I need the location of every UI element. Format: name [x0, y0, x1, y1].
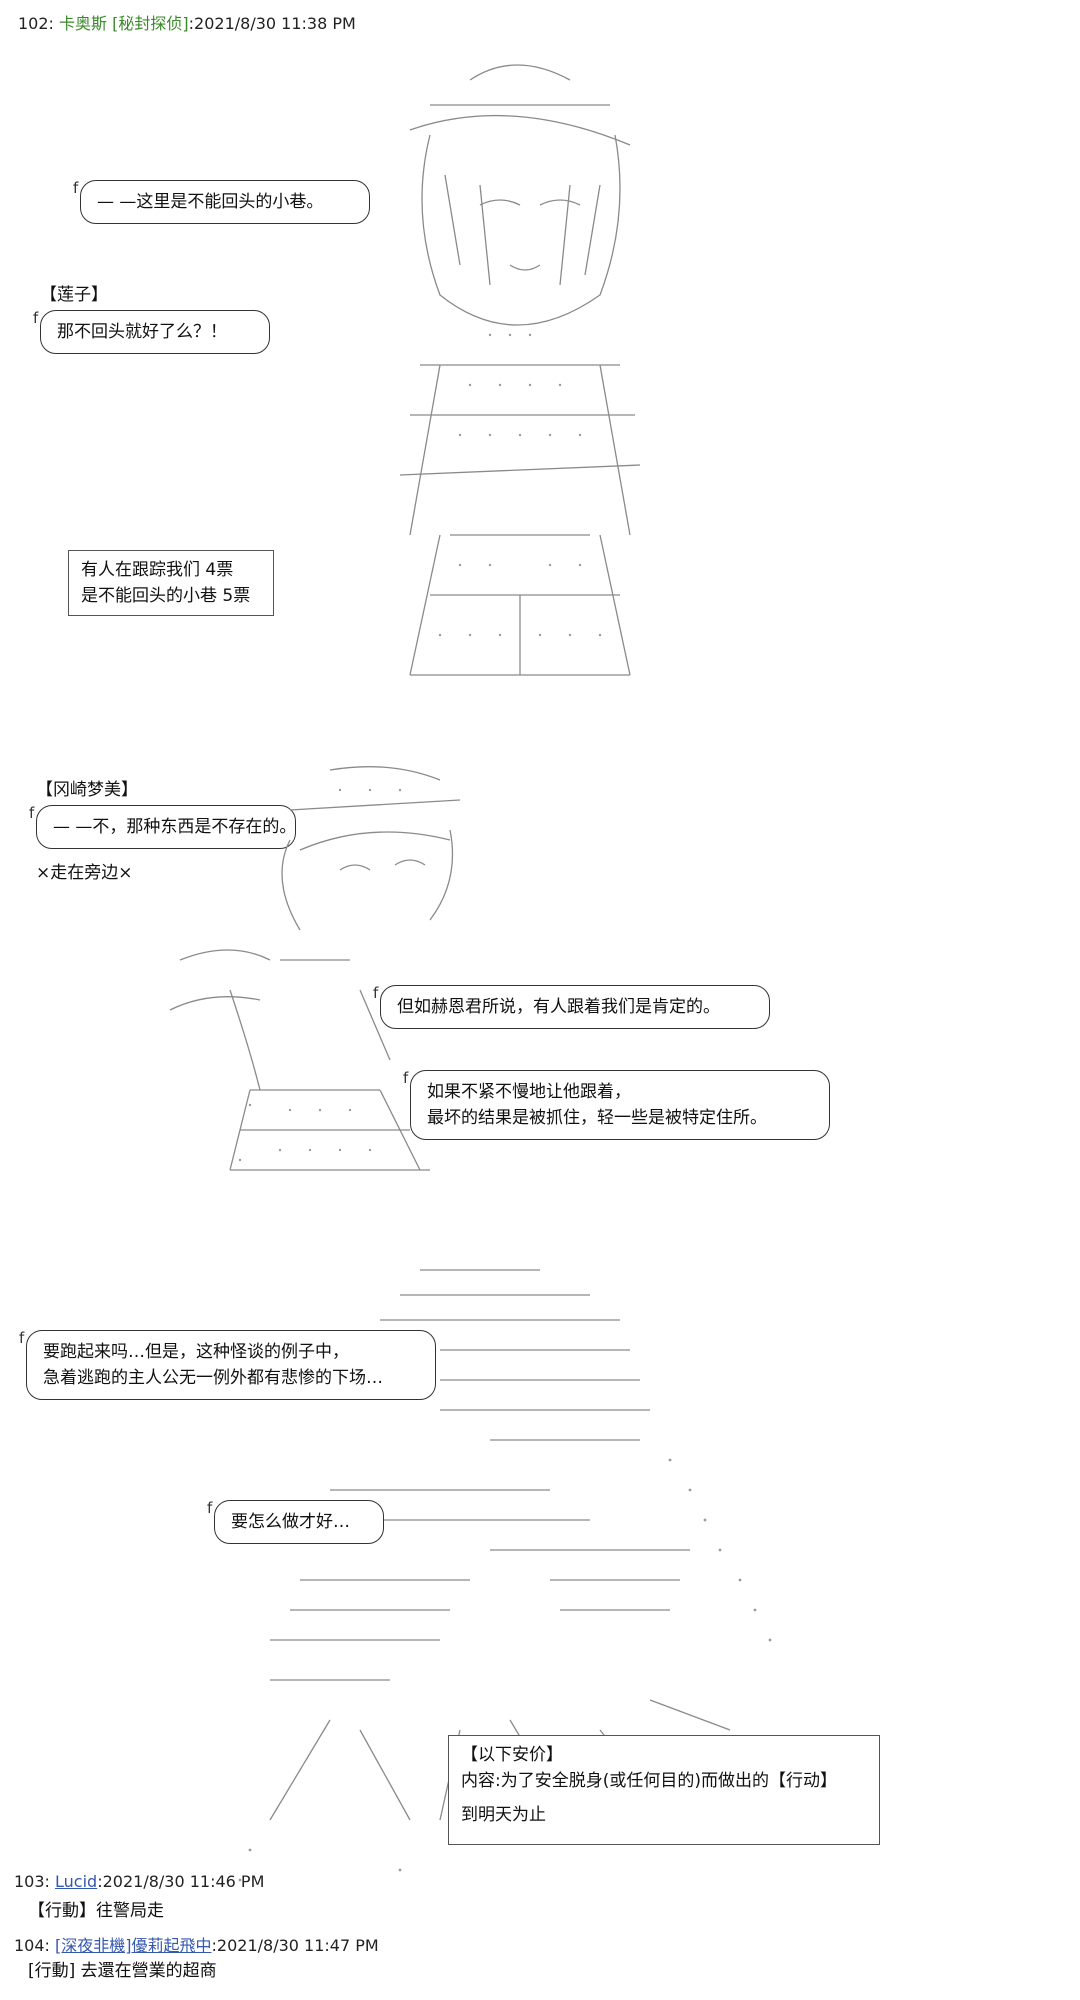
dialogue-bubble: f 但如赫恩君所说，有人跟着我们是肯定的。 [373, 980, 770, 1029]
post-body: [行動] 去還在營業的超商 [28, 1961, 217, 1981]
post-time: 2021/8/30 11:46 PM [102, 1872, 265, 1891]
post-time: 2021/8/30 11:38 PM [194, 14, 356, 33]
dialogue-bubble: f — —这里是不能回头的小巷。 [73, 175, 370, 224]
vote-tally-box: 有人在跟踪我们 4票 是不能回头的小巷 5票 [68, 550, 274, 616]
poster-trip: [秘封探侦] [112, 14, 189, 33]
post-body: 【行動】往警局走 [28, 1901, 164, 1921]
anka-deadline: 到明天为止 [461, 1805, 546, 1825]
speaker-label: 【冈崎梦美】 [36, 780, 138, 800]
poster-name[interactable]: [深夜非機]優莉起飛中 [55, 1936, 212, 1955]
post-number: 103 [14, 1872, 45, 1891]
ascii-art-girl-1 [370, 35, 660, 700]
dialogue-bubble: f — —不，那种东西是不存在的。 [29, 800, 296, 849]
post-time: 2021/8/30 11:47 PM [216, 1936, 379, 1955]
ascii-art-girl-2 [150, 760, 470, 1200]
anka-poll-box: 【以下安价】 内容:为了安全脱身(或任何目的)而做出的【行动】 到明天为止 [448, 1735, 880, 1845]
post-104-header: 104: [深夜非機]優莉起飛中:2021/8/30 11:47 PM [14, 1936, 379, 1955]
dialogue-bubble: f 要怎么做才好… [207, 1495, 384, 1544]
action-note: ×走在旁边× [36, 863, 133, 883]
poster-name[interactable]: 卡奥斯 [59, 14, 108, 33]
anka-title: 【以下安价】 [461, 1745, 563, 1765]
dialogue-bubble: f 那不回头就好了么？！ [33, 305, 270, 354]
anka-content: 内容:为了安全脱身(或任何目的)而做出的【行动】 [461, 1771, 837, 1791]
dialogue-bubble: f 要跑起来吗…但是，这种怪谈的例子中， 急着逃跑的主人公无一例外都有悲惨的下场… [19, 1325, 436, 1400]
speaker-label: 【莲子】 [40, 285, 108, 305]
post-number: 104 [14, 1936, 45, 1955]
post-number: 102 [18, 14, 49, 33]
poster-name[interactable]: Lucid [55, 1872, 98, 1891]
post-102-header: 102: 卡奥斯 [秘封探侦]:2021/8/30 11:38 PM [18, 14, 356, 33]
post-103-header: 103: Lucid:2021/8/30 11:46 PM [14, 1872, 265, 1891]
dialogue-bubble: f 如果不紧不慢地让他跟着， 最坏的结果是被抓住，轻一些是被特定住所。 [403, 1065, 830, 1140]
